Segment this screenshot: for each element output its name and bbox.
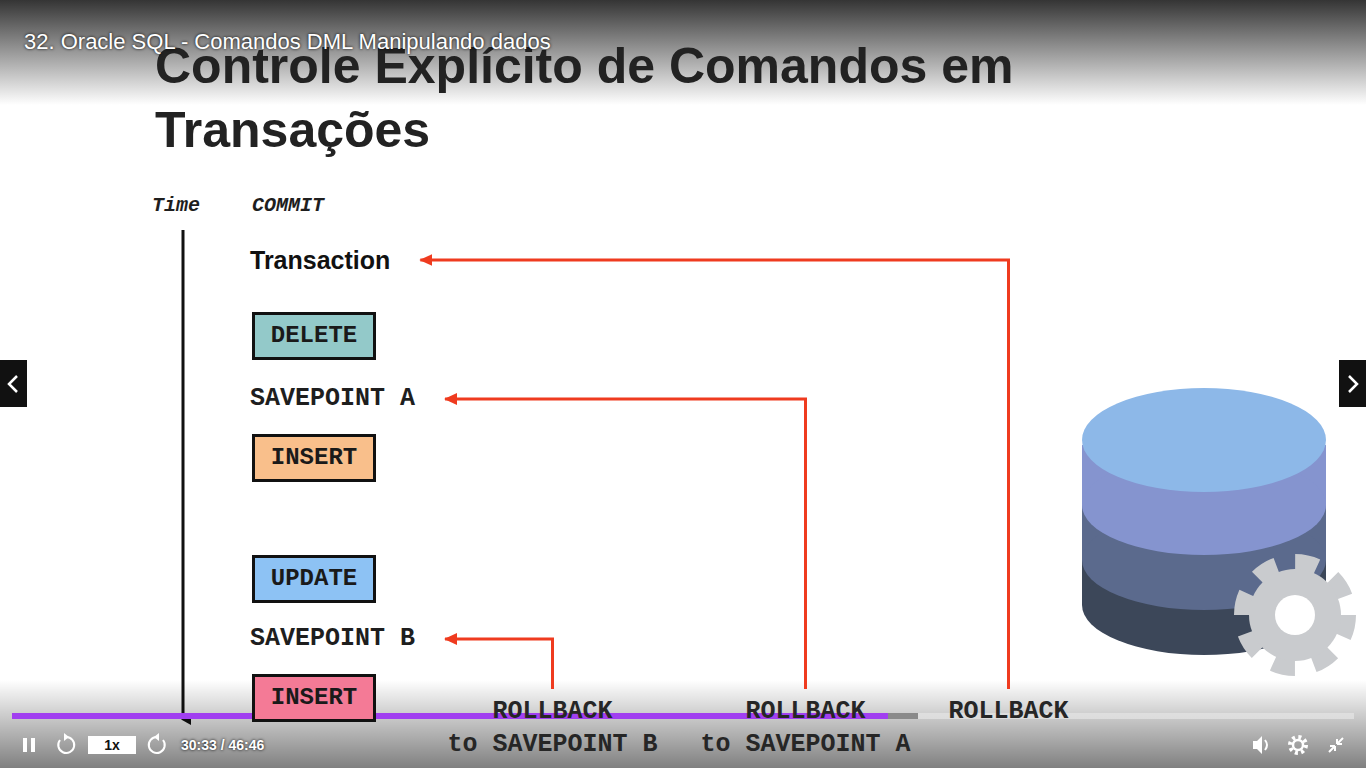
axis-label: Time [152, 194, 200, 218]
forward-icon [149, 737, 165, 753]
db-top [1082, 388, 1326, 492]
command-text: DELETE [271, 322, 357, 350]
forward-icon [154, 733, 159, 741]
node-text: to SAVEPOINT A [698, 728, 913, 761]
pause-icon [23, 738, 27, 752]
command-text: INSERT [271, 684, 357, 712]
dml-box: UPDATE [252, 555, 376, 603]
dml-box: INSERT [252, 674, 376, 722]
savepoint-label: SAVEPOINT B [250, 625, 415, 653]
speed-label: 1x [88, 736, 136, 754]
rollback-label: ROLLBACKto SAVEPOINT B [445, 695, 660, 761]
command-text: UPDATE [271, 565, 357, 593]
time-counter: 30:33 / 46:46 [181, 736, 264, 754]
gear-teeth [1243, 563, 1347, 667]
pause-icon [31, 738, 35, 752]
node-text: ROLLBACK [698, 695, 913, 728]
volume-icon [1253, 736, 1262, 754]
rewind-icon [64, 733, 69, 741]
gear-body [1249, 569, 1341, 661]
rollback-label: ROLLBACKto SAVEPOINT A [698, 695, 913, 761]
progress-track [12, 713, 1354, 719]
rollback-arrow [445, 399, 805, 689]
node-text: ROLLBACK [946, 695, 1071, 728]
nav-chevron [9, 376, 17, 392]
database-icon [1082, 388, 1326, 655]
nav-button [0, 360, 27, 407]
node-text: to SAVEPOINT B [445, 728, 660, 761]
volume-icon [1265, 740, 1267, 750]
node-text: Transaction [250, 246, 390, 274]
command-text: INSERT [271, 444, 357, 472]
time-axis [182, 230, 185, 720]
dml-box: DELETE [252, 312, 376, 360]
rewind-icon [58, 737, 74, 753]
node-text: SAVEPOINT B [250, 624, 415, 653]
transaction-label: Transaction [250, 246, 390, 274]
dml-box: INSERT [252, 434, 376, 482]
nav-chevron [1349, 376, 1357, 392]
settings-icon [1293, 740, 1303, 750]
fullscreen-icon [1329, 738, 1343, 752]
node-text: SAVEPOINT A [250, 384, 415, 413]
savepoint-label: SAVEPOINT A [250, 385, 415, 413]
speed-button [88, 736, 136, 754]
rollback-arrow [420, 260, 1008, 689]
nav-button [1339, 360, 1366, 407]
node-text: ROLLBACK [445, 695, 660, 728]
settings-icon [1290, 737, 1306, 753]
gear-hole [1275, 595, 1315, 635]
rollback-label: ROLLBACK [946, 695, 1071, 728]
video-title: 32. Oracle SQL - Comandos DML Manipuland… [24, 28, 551, 56]
commit-label: COMMIT [252, 194, 324, 218]
rollback-arrow [445, 639, 552, 689]
gear-icon [1243, 563, 1347, 667]
bottom-overlay [0, 680, 1366, 768]
